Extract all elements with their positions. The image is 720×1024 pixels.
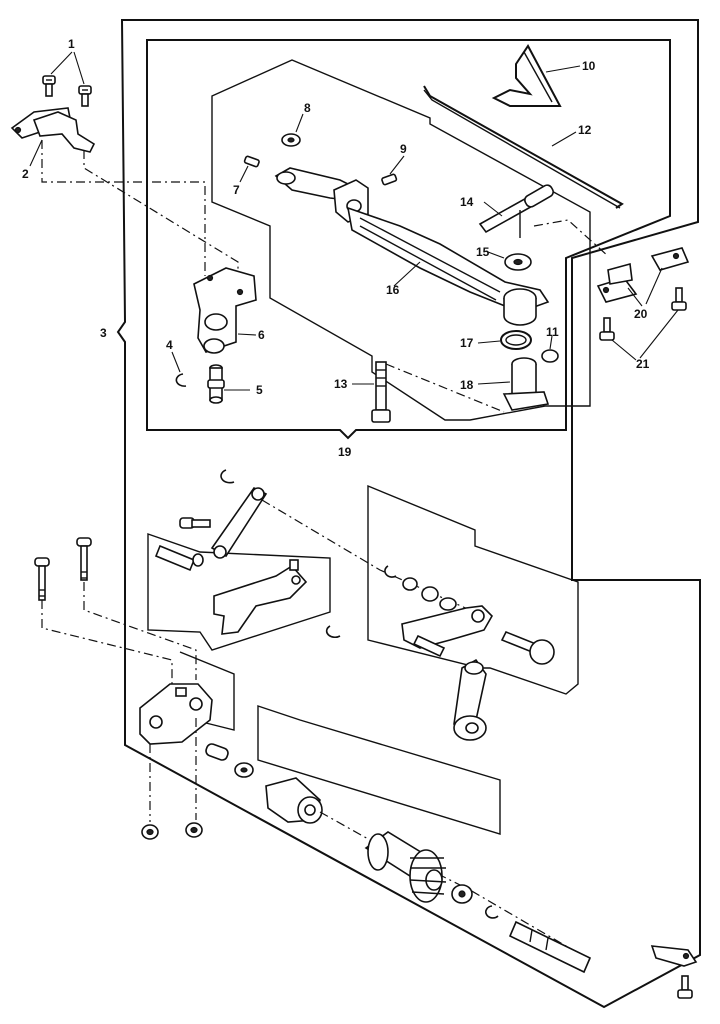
guide-line-13-18: [385, 363, 505, 413]
callout-4: 4: [166, 338, 173, 352]
part-15-washer: [487, 251, 532, 271]
lower-hinge-bracket: [139, 683, 213, 745]
lower-bolt-middle: [76, 537, 92, 581]
lower-nuts: [141, 822, 203, 840]
callout-20: 20: [634, 307, 648, 321]
outer-frame: [116, 19, 701, 1009]
callout-1: 1: [68, 37, 75, 51]
part-16-arm: [274, 167, 550, 326]
lower-rings: [384, 565, 457, 611]
part-18-bushing: [477, 357, 550, 411]
arm-subpanel-outline: [211, 59, 591, 421]
guide-line-bolt-mid: [83, 582, 197, 680]
callout-15: 15: [476, 245, 490, 259]
callout-3: 3: [100, 326, 107, 340]
lower-mechanism-panel: [367, 484, 579, 695]
lower-e-ring-top: [220, 469, 235, 484]
lower-fork-arm: [213, 559, 308, 635]
callout-21: 21: [636, 357, 650, 371]
part-21-screws: [599, 287, 687, 361]
shaft-panel: [257, 705, 501, 835]
guide-line-2-6a: [41, 140, 206, 276]
part-11-ring: [541, 335, 559, 363]
callout-14: 14: [460, 195, 474, 209]
part-6-lever-bracket: [193, 267, 257, 354]
callout-17: 17: [460, 336, 474, 350]
callout-12: 12: [578, 123, 592, 137]
callout-6: 6: [258, 328, 265, 342]
part-8-washer: [281, 113, 304, 147]
callout-7: 7: [233, 183, 240, 197]
callout-13: 13: [334, 377, 348, 391]
callout-18: 18: [460, 378, 474, 392]
lower-e-ring-fork: [325, 625, 341, 639]
callout-16: 16: [386, 283, 400, 297]
callout-19: 19: [338, 445, 352, 459]
part-12-rod: [423, 85, 624, 209]
guide-line-bolt-left: [41, 600, 173, 700]
part-20-brackets: [596, 247, 690, 307]
part-13-bolt: [352, 361, 391, 423]
inner-frame: [146, 39, 671, 440]
part-9-screw: [381, 155, 405, 186]
part-17-o-ring: [477, 330, 532, 350]
lower-pin-short: [205, 743, 229, 761]
part-14-shaft: [478, 184, 554, 238]
lower-shoulder-screw: [179, 517, 211, 529]
lower-washer-a: [234, 762, 254, 778]
callout-10: 10: [582, 59, 596, 73]
callout-2: 2: [22, 167, 29, 181]
part-10-wire-guide: [491, 44, 581, 107]
guide-line-2-6b: [83, 150, 239, 292]
part-5-pin: [207, 364, 250, 404]
part-4-e-ring: [171, 351, 187, 387]
lower-link-plate: [210, 486, 268, 559]
lower-gear-drum: [364, 831, 447, 903]
callout-11: 11: [546, 325, 559, 339]
hinge-panel: [179, 651, 235, 731]
lower-pin-left: [154, 544, 204, 572]
guide-line-14-rod: [533, 219, 609, 257]
lower-crank-arm: [401, 605, 493, 658]
guide-line-rings: [261, 499, 471, 611]
lower-crank-vertical: [453, 658, 487, 741]
part-7-set-screw: [239, 155, 260, 183]
lower-shaft-long: [508, 920, 592, 974]
part-1-screws: [42, 51, 92, 107]
callout-5: 5: [256, 383, 263, 397]
part-2-bracket: [10, 107, 96, 167]
callout-9: 9: [400, 142, 407, 156]
lower-washer-b: [451, 884, 473, 904]
lower-cam: [265, 777, 323, 824]
lower-e-ring-b: [485, 905, 499, 919]
lower-ball-pin: [500, 630, 555, 665]
lower-bolt-left: [34, 557, 50, 601]
callout-8: 8: [304, 101, 311, 115]
lower-bracket-right: [650, 945, 698, 999]
